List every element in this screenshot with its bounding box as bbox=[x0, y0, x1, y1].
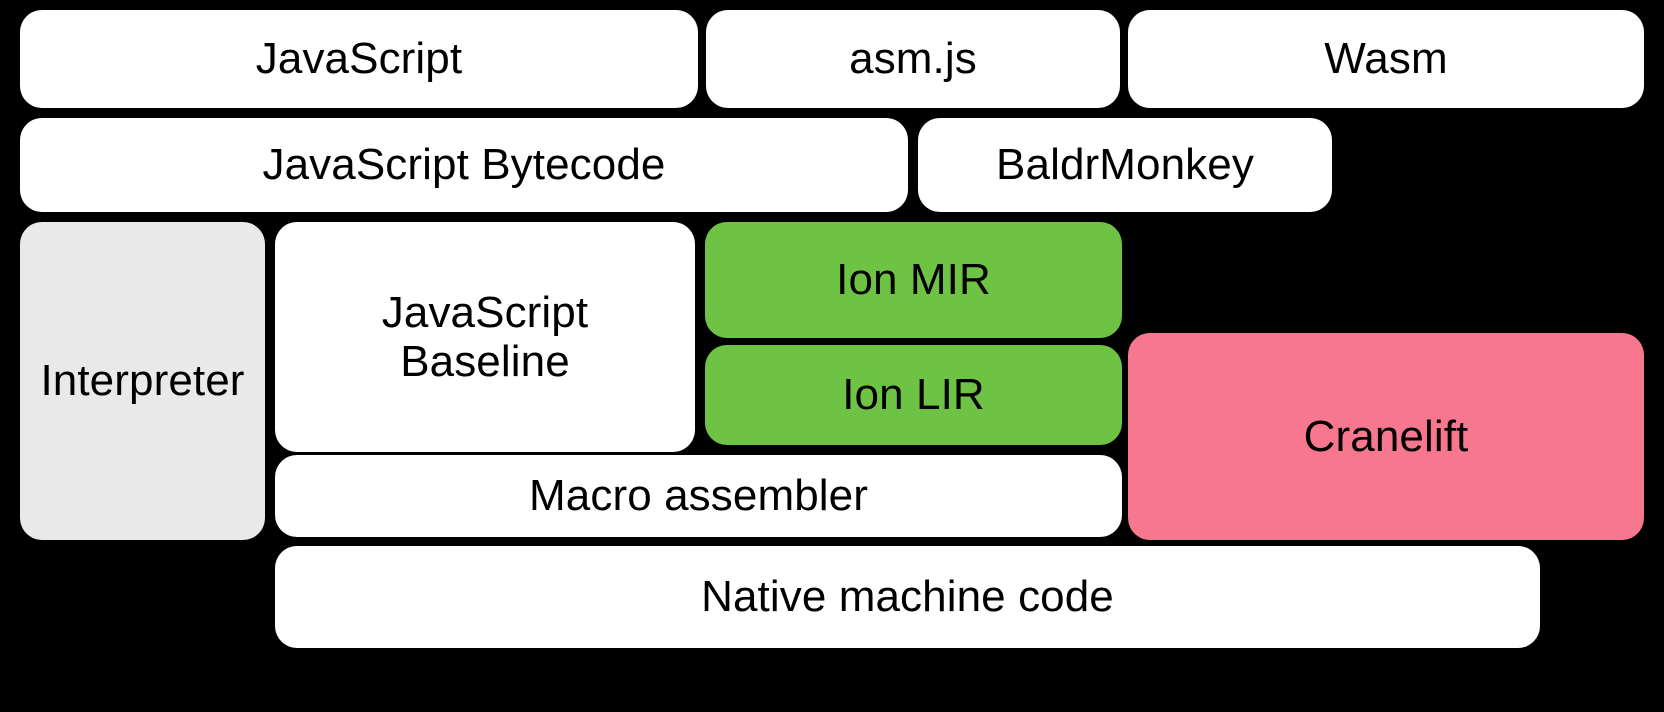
node-javascript-baseline[interactable]: JavaScript Baseline bbox=[275, 222, 695, 452]
node-cranelift[interactable]: Cranelift bbox=[1128, 333, 1644, 540]
node-wasm[interactable]: Wasm bbox=[1128, 10, 1644, 108]
node-baldrmonkey[interactable]: BaldrMonkey bbox=[918, 118, 1332, 212]
node-javascript[interactable]: JavaScript bbox=[20, 10, 698, 108]
node-ion-lir[interactable]: Ion LIR bbox=[705, 345, 1122, 445]
node-javascript-bytecode[interactable]: JavaScript Bytecode bbox=[20, 118, 908, 212]
node-ion-mir[interactable]: Ion MIR bbox=[705, 222, 1122, 338]
node-interpreter[interactable]: Interpreter bbox=[20, 222, 265, 540]
node-native-machine-code[interactable]: Native machine code bbox=[275, 546, 1540, 648]
node-macro-assembler[interactable]: Macro assembler bbox=[275, 455, 1122, 537]
node-asm-js[interactable]: asm.js bbox=[706, 10, 1120, 108]
